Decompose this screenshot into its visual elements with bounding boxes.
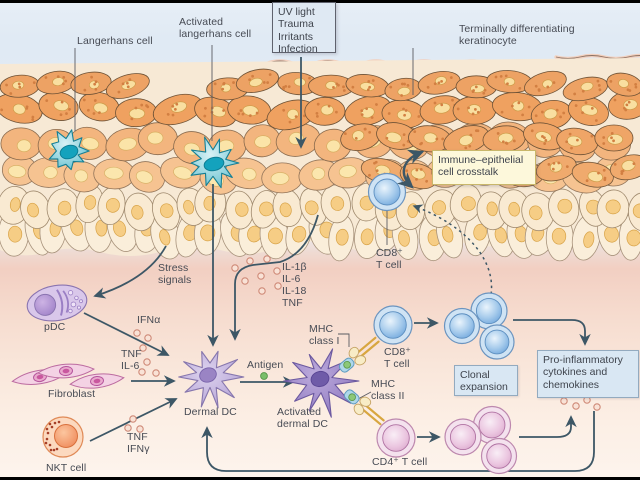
label-activated-dermal-dc: Activated dermal DC (277, 406, 329, 430)
label-stress-signals: Stress signals (158, 262, 192, 286)
cytokine-dots (124, 255, 601, 433)
arrow-dashed-cd8-migration (412, 204, 493, 301)
label-pdc: pDC (44, 321, 66, 333)
clonal-expansion-box: Clonal expansion (454, 365, 518, 396)
nkt-granules (44, 420, 61, 452)
line-mhc1-label (338, 333, 350, 347)
label-keratinocyte-cytokines: IL-1β IL-6 IL-18 TNF (282, 261, 307, 309)
arrow-cd8-cluster-to-cytokines (513, 319, 591, 346)
activated-langerhans-cell (190, 136, 240, 189)
label-cd8-t-cell: CD8⁺ T cell (384, 346, 411, 370)
line-mhc2-label (357, 391, 372, 400)
label-dermal-dc: Dermal DC (184, 406, 237, 418)
cd8-t-cell-in-epithelium (367, 172, 407, 212)
pro-inflammatory-box: Pro-inflammatory cytokines and chemokine… (537, 350, 639, 398)
pdc-cell (26, 284, 88, 322)
arrow-immune-epithelial-crosstalk (396, 149, 425, 189)
label-fibroblast-cytokines: TNF IL-6 (121, 348, 142, 372)
label-fibroblast: Fibroblast (48, 388, 96, 400)
label-mhc-class-i: MHC class I (309, 323, 340, 347)
label-langerhans-cell: Langerhans cell (77, 35, 153, 47)
arrow-cytokine-feedback-to-dermal-dc (201, 411, 595, 472)
peptide-dot (343, 360, 351, 369)
arrows (74, 45, 595, 472)
label-antigen: Antigen (247, 359, 284, 371)
langerhans-cell (48, 129, 90, 171)
bottom-frame-bar (0, 477, 640, 480)
mhc-class-ii-complex (343, 389, 385, 426)
immune-epithelial-crosstalk-box: Immune–epithelial cell crosstalk (432, 150, 536, 185)
label-cd8-t-cell-epithelium: CD8⁺ T cell (376, 247, 403, 271)
label-connector-lines (74, 45, 414, 400)
arrow-pdc-to-dermal-dc (83, 312, 170, 356)
antigen-dot (260, 372, 268, 380)
t-cells-and-clusters (373, 292, 518, 475)
arrow-cd4-cluster-to-cytokines (519, 415, 577, 438)
label-ifn-alpha: IFNα (137, 314, 161, 326)
fibroblast-cells (11, 363, 125, 389)
uv-triggers-box: UV light Trauma Irritants Infection (272, 2, 336, 55)
dermal-dc-cell (178, 350, 245, 409)
label-cd4-t-cell: CD4⁺ T cell (372, 456, 428, 468)
arrow-keratinocyte-cytokines-to-dermal-dc (229, 214, 319, 341)
label-nkt-cell: NKT cell (46, 462, 87, 474)
top-frame-bar (0, 0, 640, 3)
label-mhc-class-ii: MHC class II (371, 378, 405, 402)
arrow-stress-to-pdc (93, 245, 167, 299)
label-activated-langerhans: Activated langerhans cell (179, 16, 252, 40)
peptide-dot (348, 393, 356, 402)
mhc-class-i-complex (338, 336, 380, 373)
label-nkt-cytokines: TNF IFNγ (127, 431, 150, 455)
nkt-cell (42, 416, 84, 458)
label-terminally-differentiating-keratinocyte: Terminally differentiating keratinocyte (459, 23, 575, 47)
pdc-vesicles (67, 290, 83, 314)
